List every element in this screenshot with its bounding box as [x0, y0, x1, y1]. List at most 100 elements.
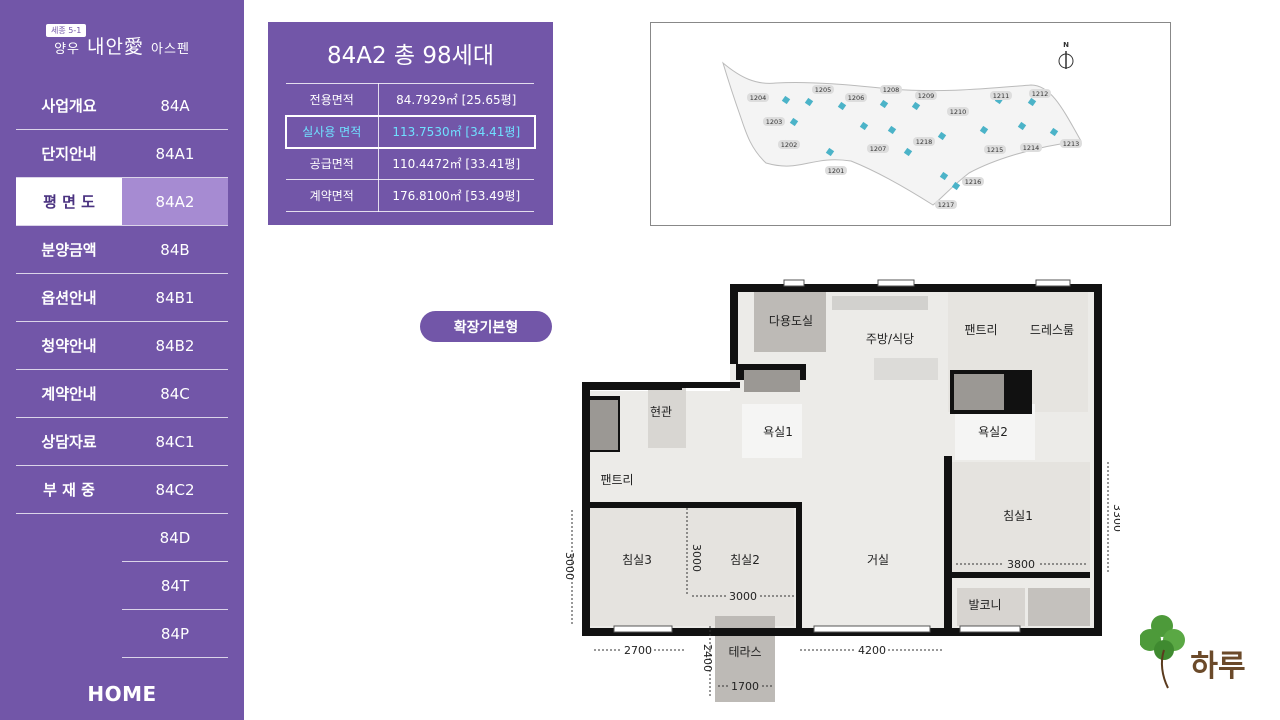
- bldg-label: 1218: [916, 138, 933, 146]
- dim-3000-mid: 3000: [690, 544, 703, 572]
- dim-3300: 3300: [1111, 504, 1120, 532]
- unit-title: 84A2 총 98세대: [326, 43, 494, 69]
- area-value: 176.8100㎡ [53.49평]: [378, 179, 534, 212]
- nav-item-consultation[interactable]: 상담자료: [41, 433, 97, 451]
- room-living: 거실: [867, 553, 889, 567]
- room-balcony: 발코니: [968, 598, 1001, 612]
- nav-type-84t[interactable]: 84T: [122, 562, 228, 610]
- north-compass-icon: N: [1058, 41, 1074, 69]
- nav-type-84c[interactable]: 84C: [160, 384, 190, 403]
- nav-type-84a1[interactable]: 84A1: [155, 144, 195, 163]
- area-value: 113.7530㎡ [34.41평]: [378, 115, 534, 148]
- bldg-label: 1210: [950, 108, 967, 116]
- room-labels: 다용도실 주방/식당 팬트리 드레스룸 현관 욕실1 욕실2 팬트리 침실3 침…: [600, 314, 1074, 659]
- building-labels: 1205 1204 1206 1208 1209 1210 1211 1212 …: [747, 85, 1082, 209]
- bldg-label: 1211: [993, 92, 1010, 100]
- room-bath2: 욕실2: [978, 425, 1008, 439]
- bldg-label: 1208: [883, 86, 900, 94]
- area-label: 실사용 면적: [286, 115, 379, 148]
- nav-type-84d[interactable]: 84D: [122, 514, 228, 562]
- nav-item-options[interactable]: 옵션안내: [41, 289, 97, 307]
- brand-logo[interactable]: 세종 5-1 양우 내안愛 아스펜: [0, 22, 244, 59]
- area-label: 전용면적: [286, 83, 379, 116]
- nav-empty: [16, 562, 122, 610]
- plan-type-pill[interactable]: 확장기본형: [420, 311, 552, 342]
- haru-label: 하루: [1190, 649, 1245, 684]
- bldg-label: 1207: [870, 145, 887, 153]
- nav-row: 평 면 도 84A2: [16, 178, 228, 226]
- area-row-highlighted: 실사용 면적 113.7530㎡ [34.41평]: [286, 115, 534, 148]
- nav-item-complex-guide[interactable]: 단지안내: [41, 145, 97, 163]
- floor-plan[interactable]: 다용도실 주방/식당 팬트리 드레스룸 현관 욕실1 욕실2 팬트리 침실3 침…: [560, 276, 1124, 716]
- area-value: 84.7929㎡ [25.65평]: [378, 83, 534, 116]
- nav-item-sale-price[interactable]: 분양금액: [41, 241, 97, 259]
- nav-row: 단지안내 84A1: [16, 130, 228, 178]
- nav-type-84b[interactable]: 84B: [160, 240, 190, 259]
- site-map[interactable]: 1205 1204 1206 1208 1209 1210 1211 1212 …: [650, 22, 1171, 226]
- nav-row: 부 재 중 84C2: [16, 466, 228, 514]
- nav-type-84c2[interactable]: 84C2: [155, 480, 195, 499]
- unit-info-panel: 84A2 총 98세대 전용면적 84.7929㎡ [25.65평] 실사용 면…: [268, 22, 553, 225]
- bldg-label: 1214: [1023, 144, 1040, 152]
- area-table: 전용면적 84.7929㎡ [25.65평] 실사용 면적 113.7530㎡ …: [286, 83, 534, 212]
- dim-3000-bottom: 3000: [729, 590, 757, 603]
- floor-areas: [586, 290, 1100, 702]
- site-map-svg: 1205 1204 1206 1208 1209 1210 1211 1212 …: [722, 41, 1082, 209]
- area-row: 공급면적 110.4472㎡ [33.41평]: [286, 147, 534, 180]
- nav-empty: [16, 514, 122, 562]
- nav-item-floor-plan[interactable]: 평 면 도: [16, 178, 122, 225]
- dim-3000-left: 3000: [563, 552, 576, 580]
- site-outline: [722, 61, 1082, 206]
- room-bath1: 욕실1: [763, 425, 793, 439]
- logo-main: 내안愛: [87, 36, 144, 58]
- room-terrace: 테라스: [728, 645, 761, 659]
- room-entrance: 현관: [650, 405, 672, 419]
- room-kitchen: 주방/식당: [866, 332, 914, 346]
- north-label: N: [1063, 41, 1069, 49]
- home-button[interactable]: HOME: [87, 682, 157, 706]
- bldg-label: 1213: [1063, 140, 1080, 148]
- nav-type-84a[interactable]: 84A: [160, 96, 190, 115]
- nav-type-84b1[interactable]: 84B1: [155, 288, 195, 307]
- dimension-labels: 3300 3000 3000 3000 3800 2700 2400 4200 …: [563, 504, 1124, 693]
- nav-row: 사업개요 84A: [16, 82, 228, 130]
- nav-item-business-overview[interactable]: 사업개요: [41, 97, 97, 115]
- room-pantry-top: 팬트리: [964, 323, 997, 337]
- bldg-label: 1209: [918, 92, 935, 100]
- windows: [613, 279, 1071, 633]
- bldg-label: 1201: [828, 167, 845, 175]
- room-dressroom: 드레스룸: [1030, 323, 1074, 337]
- dark-fixtures: [590, 370, 1004, 450]
- nav-row: 분양금액 84B: [16, 226, 228, 274]
- room-utility: 다용도실: [769, 314, 813, 328]
- logo-badge: 세종 5-1: [46, 24, 87, 37]
- room-bed1: 침실1: [1003, 509, 1033, 523]
- dim-2400: 2400: [701, 644, 714, 672]
- logo-prefix: 양우: [54, 42, 80, 57]
- dim-2700: 2700: [624, 644, 652, 657]
- room-bed3: 침실3: [622, 553, 652, 567]
- area-row: 계약면적 176.8100㎡ [53.49평]: [286, 179, 534, 212]
- bldg-label: 1206: [848, 94, 865, 102]
- nav-type-84c1[interactable]: 84C1: [155, 432, 195, 451]
- floor-plan-svg: 다용도실 주방/식당 팬트리 드레스룸 현관 욕실1 욕실2 팬트리 침실3 침…: [563, 279, 1124, 702]
- nav-row: 계약안내 84C: [16, 370, 228, 418]
- nav-item-absent[interactable]: 부 재 중: [43, 481, 95, 499]
- haru-logo: 하루: [1139, 610, 1260, 694]
- room-bed2: 침실2: [730, 553, 760, 567]
- nav-type-84b2[interactable]: 84B2: [155, 336, 195, 355]
- nav-row: 84T: [16, 562, 228, 610]
- bldg-label: 1216: [965, 178, 982, 186]
- logo-suffix: 아스펜: [151, 42, 190, 57]
- nav-row: 상담자료 84C1: [16, 418, 228, 466]
- nav-item-subscription[interactable]: 청약안내: [41, 337, 97, 355]
- dim-4200: 4200: [858, 644, 886, 657]
- dim-1700: 1700: [731, 680, 759, 693]
- bldg-label: 1205: [815, 86, 832, 94]
- area-row: 전용면적 84.7929㎡ [25.65평]: [286, 83, 534, 116]
- nav-type-84a2[interactable]: 84A2: [122, 178, 228, 225]
- nav-type-84p[interactable]: 84P: [122, 610, 228, 658]
- nav-item-contract[interactable]: 계약안내: [41, 385, 97, 403]
- bldg-label: 1217: [938, 201, 955, 209]
